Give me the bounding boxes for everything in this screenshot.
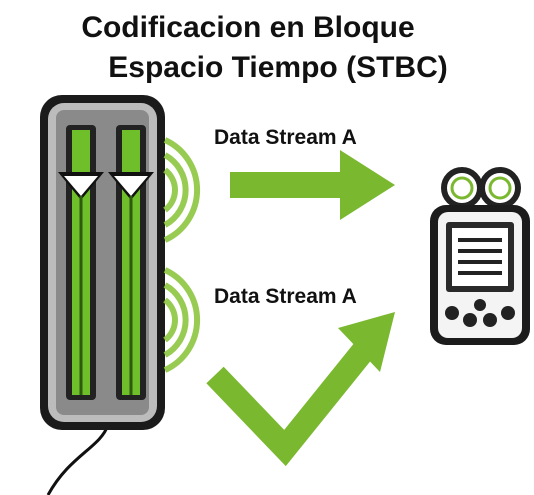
title-line-2: Espacio Tiempo (STBC) <box>108 51 448 84</box>
transmitter-cable <box>46 424 110 495</box>
signal-waves-bottom-icon <box>163 267 201 373</box>
handheld-device-icon <box>430 167 530 345</box>
title-line-1: Codificacion en Bloque <box>81 11 415 44</box>
transmitter-antennas-icon <box>40 95 165 430</box>
stream-label-2: Data Stream A <box>214 285 357 308</box>
stream-label-1: Data Stream A <box>214 126 357 149</box>
arrow-direct-icon <box>230 150 395 220</box>
arrow-reflected-icon <box>206 312 395 467</box>
signal-waves-top-icon <box>163 137 201 243</box>
